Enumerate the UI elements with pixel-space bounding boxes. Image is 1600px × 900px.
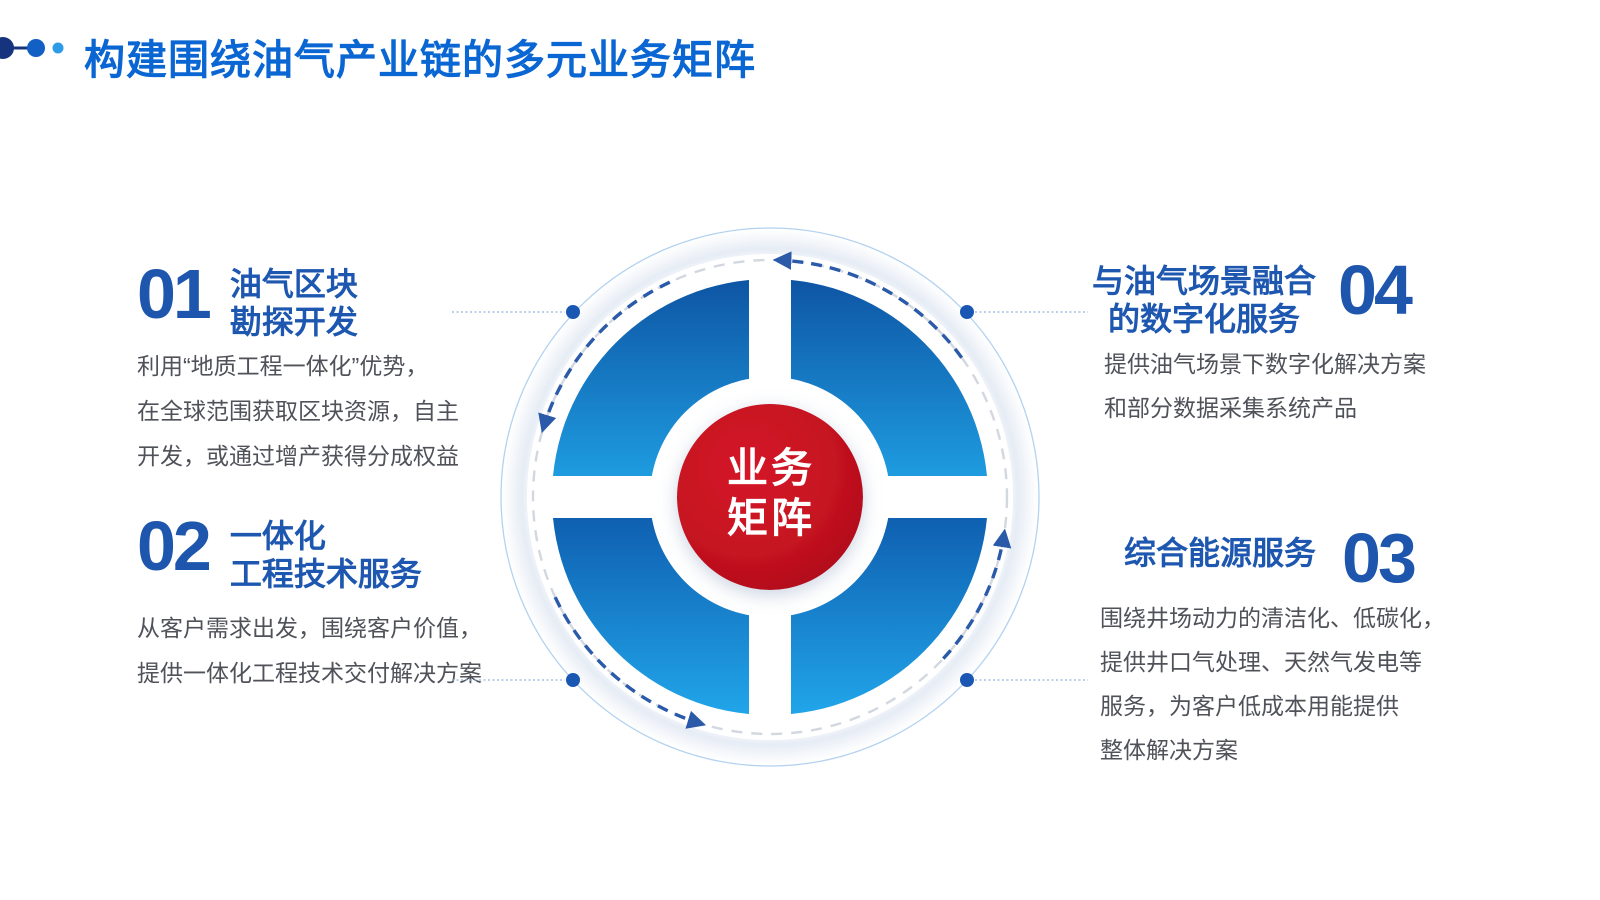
section-03-header: 综合能源服务 03	[1100, 519, 1445, 597]
section-title: 与油气场景融合 的数字化服务	[1092, 258, 1316, 338]
section-title-line: 与油气场景融合	[1092, 263, 1317, 299]
desc-line: 从客户需求出发，围绕客户价值，	[137, 615, 482, 641]
deco-dot-large	[0, 37, 14, 59]
desc-line: 提供一体化工程技术交付解决方案	[137, 660, 482, 686]
section-title: 油气区块 勘探开发	[230, 262, 358, 341]
section-description: 从客户需求出发，围绕客户价值， 提供一体化工程技术交付解决方案	[137, 606, 482, 696]
wheel-quadrant-bottom-left	[553, 518, 749, 714]
section-01: 01 油气区块 勘探开发 利用“地质工程一体化”优势， 在全球范围获取区块资源，…	[137, 255, 459, 479]
desc-line: 提供油气场景下数字化解决方案	[1104, 351, 1426, 377]
dashed-ring-gray	[531, 258, 1009, 736]
section-04: 与油气场景融合 的数字化服务 04 提供油气场景下数字化解决方案 和部分数据采集…	[1092, 251, 1426, 430]
section-description: 提供油气场景下数字化解决方案 和部分数据采集系统产品	[1104, 342, 1426, 430]
section-title-line: 的数字化服务	[1108, 301, 1301, 337]
section-02-header: 02 一体化 工程技术服务	[137, 507, 482, 593]
desc-line: 提供井口气处理、天然气发电等	[1100, 649, 1422, 675]
connector-dot-bottom-left	[566, 673, 580, 687]
arc-arrow-left	[538, 280, 671, 434]
deco-dot-small	[52, 42, 64, 54]
section-number: 01	[137, 255, 212, 333]
section-01-header: 01 油气区块 勘探开发	[137, 255, 459, 341]
desc-line: 在全球范围获取区块资源，自主	[137, 398, 459, 424]
wheel-quadrant-bottom-right	[791, 518, 987, 714]
arc-arrow-bottom	[553, 596, 707, 729]
center-label-line1: 业务	[727, 445, 815, 491]
section-title-line: 油气区块	[229, 266, 358, 302]
header-bullet-icon	[0, 37, 64, 59]
desc-line: 围绕井场动力的清洁化、低碳化，	[1100, 605, 1445, 631]
section-title: 一体化 工程技术服务	[230, 514, 422, 593]
page-title: 构建围绕油气产业链的多元业务矩阵	[84, 37, 756, 83]
section-02: 02 一体化 工程技术服务 从客户需求出发，围绕客户价值， 提供一体化工程技术交…	[137, 507, 482, 696]
deco-dot-medium	[27, 39, 45, 57]
section-number: 02	[137, 507, 212, 585]
section-title-line: 工程技术服务	[229, 556, 422, 592]
wheel-quadrant-top-right	[791, 280, 987, 476]
section-description: 围绕井场动力的清洁化、低碳化， 提供井口气处理、天然气发电等 服务，为客户低成本…	[1100, 596, 1445, 772]
center-circle	[677, 404, 863, 590]
arc-arrow-top	[772, 251, 964, 359]
connector-dot-top-left	[566, 305, 580, 319]
desc-line: 利用“地质工程一体化”优势，	[137, 353, 429, 379]
section-04-header: 与油气场景融合 的数字化服务 04	[1092, 251, 1426, 338]
center-label-line2: 矩阵	[727, 495, 815, 541]
business-matrix-diagram: 业务 矩阵	[452, 227, 1088, 767]
desc-line: 整体解决方案	[1100, 737, 1238, 763]
section-description: 利用“地质工程一体化”优势， 在全球范围获取区块资源，自主 开发，或通过增产获得…	[137, 344, 459, 479]
section-number: 04	[1338, 251, 1413, 329]
wheel-quadrant-top-left	[553, 280, 749, 476]
section-title: 综合能源服务	[1124, 535, 1317, 571]
outer-thin-circle	[500, 227, 1040, 767]
desc-line: 开发，或通过增产获得分成权益	[137, 443, 459, 469]
section-title-line: 勘探开发	[229, 304, 358, 340]
connector-dot-bottom-right	[960, 673, 974, 687]
desc-line: 服务，为客户低成本用能提供	[1100, 693, 1399, 719]
section-title-line: 一体化	[229, 518, 326, 554]
section-number: 03	[1342, 519, 1417, 597]
section-03: 综合能源服务 03 围绕井场动力的清洁化、低碳化， 提供井口气处理、天然气发电等…	[1100, 519, 1445, 772]
connector-dot-top-right	[960, 305, 974, 319]
desc-line: 和部分数据采集系统产品	[1104, 395, 1357, 421]
